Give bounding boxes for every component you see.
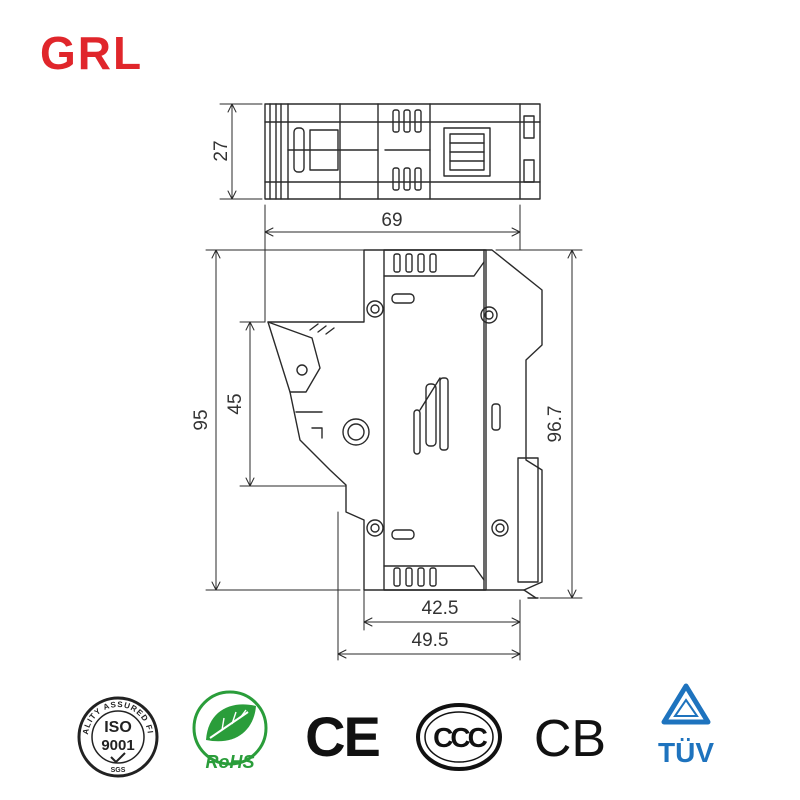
dimension-height-window-label: 45 bbox=[225, 393, 246, 414]
svg-text:QUALITY ASSURED FIRM: QUALITY ASSURED FIRM bbox=[0, 0, 155, 735]
dimension-base-inner-label: 42.5 bbox=[422, 598, 459, 619]
rohs-leaf-icon: RoHS bbox=[192, 690, 268, 772]
dimension-lines bbox=[205, 103, 583, 661]
dimension-height-body-label: 95 bbox=[191, 409, 212, 430]
ccc-mark-icon: CCC bbox=[416, 703, 502, 771]
tuv-label: TÜV bbox=[658, 737, 714, 768]
dimension-width-label: 69 bbox=[381, 210, 402, 231]
iso-footer-label: SGS bbox=[111, 767, 126, 774]
dimension-base-outer-label: 49.5 bbox=[412, 630, 449, 651]
dimension-depth-label: 27 bbox=[211, 140, 232, 161]
ccc-label: CCC bbox=[433, 722, 487, 753]
iso-ring-text: QUALITY ASSURED FIRM bbox=[0, 0, 154, 735]
ce-mark-icon: CE bbox=[305, 705, 379, 768]
top-view bbox=[264, 103, 541, 200]
rohs-label: RoHS bbox=[206, 752, 255, 772]
dimension-height-total-label: 96.7 bbox=[545, 406, 566, 443]
cb-mark-icon: CB bbox=[534, 710, 606, 768]
tuv-triangle-icon: TÜV bbox=[658, 683, 714, 768]
brand-logo: GRL bbox=[40, 27, 144, 79]
iso-number-label: 9001 bbox=[101, 737, 134, 754]
front-view bbox=[267, 249, 543, 599]
iso9001-seal-icon: QUALITY ASSURED FIRM ISO 9001 SGS bbox=[0, 0, 159, 778]
iso-label: ISO bbox=[104, 719, 132, 736]
